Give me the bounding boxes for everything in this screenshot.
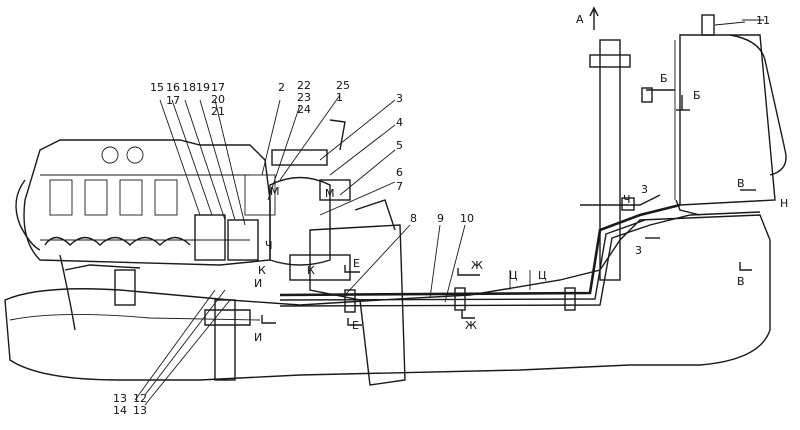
engine-dial-2 <box>126 146 144 164</box>
callout-10: 10 <box>460 212 474 225</box>
section-n-label: Н <box>780 197 789 210</box>
post-cap <box>589 54 631 68</box>
callout-2: 2 <box>278 81 285 94</box>
leader-lines <box>134 21 746 406</box>
section-zh-bottom <box>461 310 475 319</box>
callout-25: 25 <box>336 79 350 92</box>
exhaust-pipe <box>59 254 76 331</box>
section-zh-label-2: Ж <box>465 319 477 332</box>
section-ch-label: Ч <box>265 239 273 252</box>
fuel-tank <box>679 34 776 206</box>
fuel-line-10 <box>279 211 761 307</box>
engine-dial-1 <box>101 146 119 164</box>
section-zh-top <box>457 268 480 276</box>
section-ts-label-2: Ц <box>538 269 547 282</box>
section-e-label-1: Е <box>353 257 360 270</box>
central-housing <box>269 176 331 266</box>
valve-b <box>641 87 653 103</box>
engine-block <box>23 139 271 266</box>
callout-9: 9 <box>437 212 444 225</box>
tank-rail <box>729 34 787 176</box>
callout-17-top: 17 <box>211 81 225 94</box>
lower-pipe <box>64 264 141 271</box>
section-zh-label-1: Ж <box>471 259 483 272</box>
callout-6: 6 <box>396 166 403 179</box>
section-m-label-1: М <box>270 185 280 198</box>
section-e-top <box>344 265 360 273</box>
callout-20: 20 <box>211 93 225 106</box>
section-3-label-top: 3 <box>641 183 648 196</box>
section-ch-label-tank: Ч <box>623 193 631 206</box>
section-i-label-1: И <box>254 277 263 290</box>
top-filter-box <box>271 149 328 166</box>
hull-outline <box>4 214 771 381</box>
section-v-label-2: В <box>737 275 745 288</box>
section-v-label-1: В <box>737 177 745 190</box>
callout-16: 16 <box>166 81 180 94</box>
callout-3: 3 <box>396 92 403 105</box>
bracket <box>329 119 346 151</box>
callout-8: 8 <box>410 212 417 225</box>
fuel-line-8 <box>279 203 681 297</box>
callout-1: 1 <box>336 91 343 104</box>
callout-18: 18 <box>182 81 196 94</box>
section-3-label-bottom: 3 <box>635 244 642 257</box>
front-pipe <box>15 179 41 251</box>
callout-13-left: 13 <box>113 392 127 405</box>
section-b-label-2: Б <box>693 89 701 102</box>
callout-12: 12 <box>133 392 147 405</box>
section-v-right <box>739 262 752 271</box>
section-i-label-2: И <box>254 331 263 344</box>
valve-z <box>621 197 635 211</box>
callout-5: 5 <box>396 139 403 152</box>
section-b-label-1: Б <box>660 72 668 85</box>
section-m-label-2: М <box>325 187 335 200</box>
side-box-m <box>319 179 351 201</box>
section-a-label: А <box>576 13 584 26</box>
callout-13-right: 13 <box>133 404 147 417</box>
callout-24: 24 <box>297 103 311 116</box>
section-k-label-2: К <box>307 264 315 277</box>
section-e-label-2: Е <box>352 319 359 332</box>
section-k-label-1: К <box>258 264 266 277</box>
callout-22: 22 <box>297 79 311 92</box>
callout-17: 17 <box>166 94 180 107</box>
pump-unit-right <box>227 219 259 261</box>
vertical-duct <box>214 299 236 381</box>
callout-7: 7 <box>396 180 403 193</box>
section-e-bottom <box>347 318 362 326</box>
transmission-body <box>309 224 406 386</box>
callout-15: 15 <box>150 81 164 94</box>
callout-11: 11 <box>756 14 770 27</box>
callout-19: 19 <box>196 81 210 94</box>
fuel-line-9 <box>279 219 646 301</box>
callout-23: 23 <box>297 91 311 104</box>
section-i <box>261 315 276 324</box>
lower-pump-box <box>289 254 351 281</box>
callout-4: 4 <box>396 116 403 129</box>
vertical-post <box>599 39 621 281</box>
pump-unit-left <box>194 214 226 261</box>
section-ts-label-1: Ц <box>509 269 518 282</box>
hull-inner-line <box>9 314 261 321</box>
filter-housing <box>114 269 136 306</box>
callout-14: 14 <box>113 404 127 417</box>
tank-filler-cap <box>701 14 715 36</box>
cylinder-ports <box>44 179 191 246</box>
callout-21: 21 <box>211 105 225 118</box>
